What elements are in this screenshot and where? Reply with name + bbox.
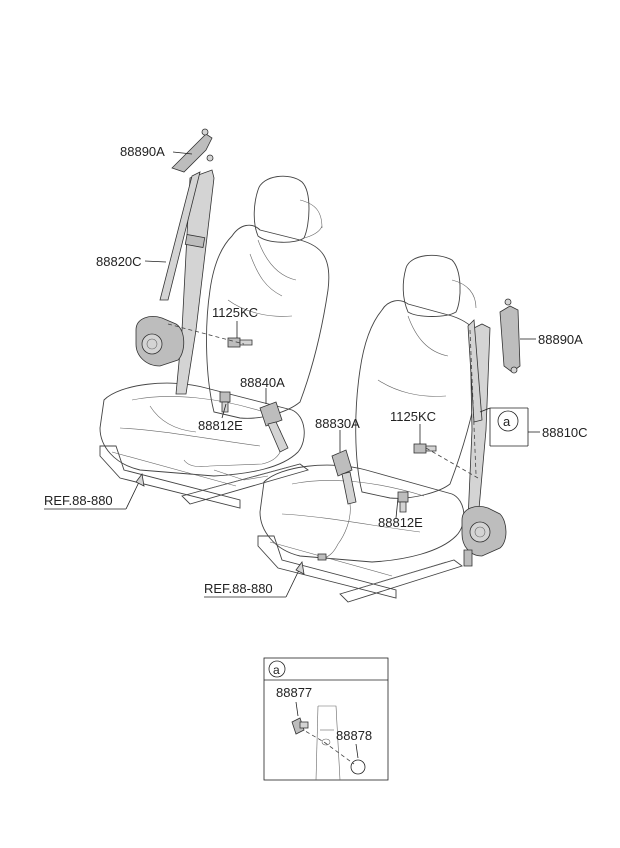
label-88830a: 88830A — [315, 416, 360, 431]
right-buckle — [317, 449, 357, 561]
label-88812e-right: 88812E — [378, 515, 423, 530]
cover-88878 — [350, 759, 366, 775]
left-seat-belt-assembly — [135, 128, 289, 453]
label-88878: 88878 — [336, 728, 372, 743]
right-seat-belt-assembly — [317, 298, 521, 567]
left-lower-bolt — [219, 391, 231, 413]
leader-lines — [44, 151, 540, 598]
label-88890a-right: 88890A — [538, 332, 583, 347]
label-ref-left: REF.88-880 — [44, 493, 113, 508]
left-upper-bolt — [227, 337, 253, 348]
right-seat — [257, 254, 483, 603]
detail-marker-a: a — [273, 663, 280, 677]
label-88890a-left: 88890A — [120, 144, 165, 159]
cap-88877 — [291, 717, 309, 735]
right-lower-bolt — [397, 491, 409, 513]
label-ref-right: REF.88-880 — [204, 581, 273, 596]
part-labels: 88890A 88820C 1125KC 88840A 88812E REF.8… — [44, 144, 588, 596]
left-buckle — [259, 401, 289, 453]
detail-box-a: a 88877 88878 — [263, 657, 389, 781]
label-88820c: 88820C — [96, 254, 142, 269]
label-88812e-left: 88812E — [198, 418, 243, 433]
left-seat — [99, 175, 330, 509]
label-88840a: 88840A — [240, 375, 285, 390]
svg-text:a: a — [503, 414, 511, 429]
label-1125kc-right: 1125KC — [390, 409, 436, 424]
callout-marker-a: a — [497, 410, 519, 432]
label-1125kc-left: 1125KC — [212, 305, 258, 320]
label-88877: 88877 — [276, 685, 312, 700]
label-88810c: 88810C — [542, 425, 588, 440]
